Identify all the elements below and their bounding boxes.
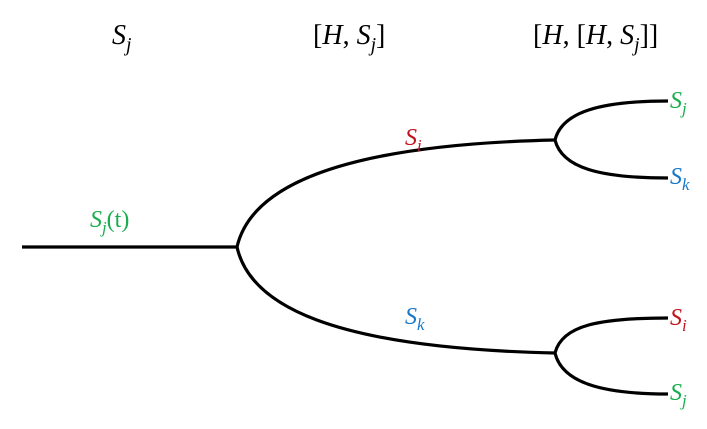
leaf-label-3: Si bbox=[670, 305, 687, 335]
leaf-edge-1 bbox=[553, 99, 669, 141]
header-commutator-2: [H, [H, Sj]] bbox=[533, 20, 659, 56]
leaf-label-4: Sj bbox=[670, 380, 687, 410]
root-edge-label: Sj(t) bbox=[90, 207, 130, 237]
leaf-edge-3 bbox=[553, 316, 669, 354]
edge-label-si: Si bbox=[405, 125, 422, 155]
leaf-label-2: Sk bbox=[670, 164, 690, 194]
leaf-label-1: Sj bbox=[670, 88, 687, 118]
leaf-edge-2 bbox=[553, 139, 669, 180]
branch-lower bbox=[235, 246, 556, 355]
leaf-edge-4 bbox=[553, 352, 669, 396]
edge-label-sk: Sk bbox=[405, 304, 425, 334]
branch-upper bbox=[235, 138, 556, 248]
header-sj: Sj bbox=[112, 20, 132, 56]
header-commutator-1: [H, Sj] bbox=[313, 20, 386, 56]
